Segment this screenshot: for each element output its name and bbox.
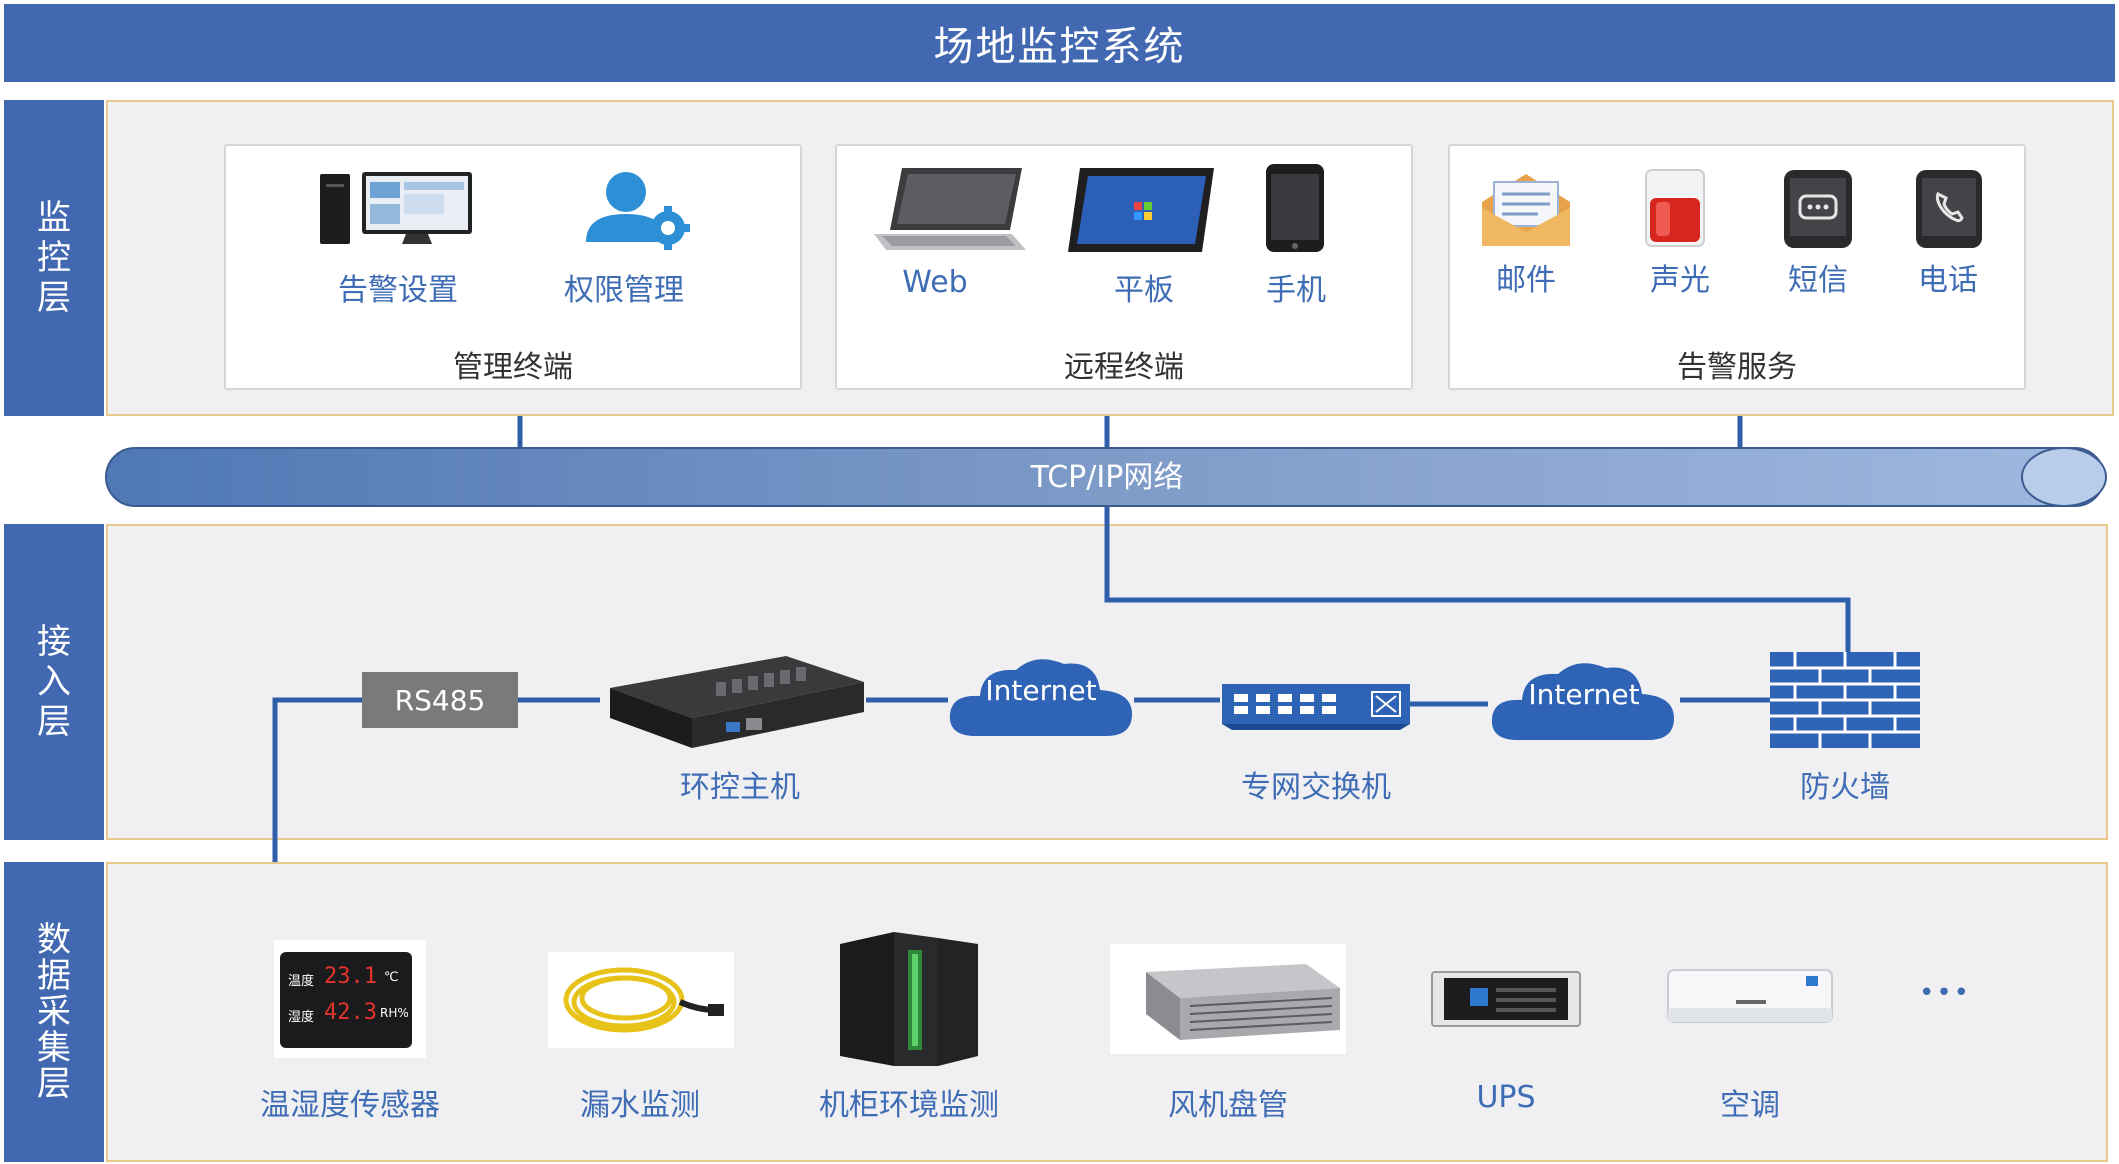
siren-icon [1645,169,1705,247]
group-title-remote: 远程终端 [1064,350,1184,385]
humidity-reading-label: 湿度 [288,1010,315,1025]
more-items-ellipsis: ••• [1918,978,1971,1008]
tcpip-network-label: TCP/IP网络 [1030,460,1184,495]
humidity-reading-unit: RH% [380,1006,409,1020]
item-fan-coil: 风机盘管 [1168,1088,1288,1123]
water-leak-cable-icon [548,952,734,1048]
mobile-phone-icon [1266,164,1324,252]
item-temp-humidity-sensor: 温湿度传感器 [260,1088,440,1123]
item-mobile: 手机 [1266,273,1326,308]
sms-phone-icon [1784,170,1852,248]
item-cabinet-environment: 机柜环境监测 [819,1088,999,1123]
tcpip-network-pipe [105,447,2107,507]
internet-label-2: Internet [1528,678,1640,711]
item-ups: UPS [1476,1080,1536,1115]
host-label: 环控主机 [680,770,800,805]
layer-label-access: 接入层 [4,524,104,840]
server-cabinet-icon [840,932,978,1066]
phone-call-icon [1916,170,1982,248]
desktop-computer-icon [320,172,472,244]
item-permission-management: 权限管理 [564,273,684,308]
cloud-icon-1 [949,659,1132,736]
firewall-icon [1770,652,1920,748]
item-tablet: 平板 [1114,273,1174,308]
control-host-icon [610,656,864,748]
item-alarm-settings: 告警设置 [338,273,458,308]
temp-reading-unit: ℃ [384,970,399,985]
group-title-alarm: 告警服务 [1677,350,1797,385]
layer-label-collect: 数据采集层 [4,862,104,1162]
humidity-reading-value: 42.3 [324,1000,377,1025]
firewall-label: 防火墙 [1800,770,1890,805]
link-sensor-rs485 [272,697,362,862]
item-phone-call: 电话 [1918,263,1978,298]
temp-reading-value: 23.1 [324,964,377,989]
temp-humidity-sensor-icon: 温度 23.1 ℃ 湿度 42.3 RH% [274,940,426,1058]
rs485-box: RS485 [362,672,518,728]
air-conditioner-icon [1667,969,1833,1023]
network-switch-icon [1222,684,1410,730]
item-air-conditioner: 空调 [1720,1088,1780,1123]
laptop-icon [874,168,1026,250]
layer-label-monitor: 监控层 [4,100,104,416]
uplink-line [1104,505,1851,660]
fan-coil-icon [1110,944,1346,1054]
temp-reading-label: 温度 [288,974,315,989]
tablet-icon [1068,168,1214,252]
item-mail: 邮件 [1496,263,1556,298]
cloud-icon-2 [1491,663,1674,740]
group-title-management: 管理终端 [453,350,573,385]
item-sound-light: 声光 [1650,263,1710,298]
item-sms: 短信 [1788,263,1848,298]
item-web: Web [902,265,968,300]
user-gear-icon [586,172,690,250]
item-water-leak: 漏水监测 [580,1088,700,1123]
mail-icon [1482,174,1570,246]
switch-label: 专网交换机 [1241,770,1391,805]
page-title: 场地监控系统 [4,4,2115,82]
internet-label-1: Internet [985,674,1097,707]
ups-icon [1431,971,1581,1027]
